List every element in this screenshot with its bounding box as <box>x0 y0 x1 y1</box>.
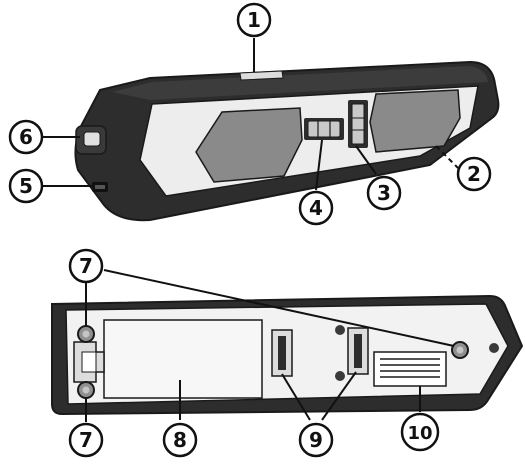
cross-screws <box>335 325 499 381</box>
callout-1: 1 <box>236 2 272 38</box>
callout-6: 6 <box>8 119 44 155</box>
callout-9-label: 9 <box>309 428 323 452</box>
front-top-surface <box>112 66 488 100</box>
callout-8: 8 <box>162 422 198 458</box>
type-label <box>373 351 447 387</box>
callout-10: 10 <box>400 412 440 452</box>
device-front-view <box>74 60 500 222</box>
left-window <box>195 107 303 183</box>
callout-3: 3 <box>366 175 402 211</box>
mounting-slot-right <box>347 327 369 375</box>
callout-5: 5 <box>8 168 44 204</box>
device-back-view <box>51 294 524 416</box>
callout-10-label: 10 <box>407 423 432 444</box>
leader-lines <box>42 38 455 422</box>
callout-9: 9 <box>298 422 334 458</box>
callout-6-label: 6 <box>19 125 33 149</box>
callout-4-label: 4 <box>309 196 323 220</box>
battery-latch <box>73 341 105 383</box>
mounting-slot-left <box>271 329 293 377</box>
vertical-level-vial <box>348 100 368 148</box>
battery-cover <box>103 319 263 399</box>
horizontal-level-vial <box>304 118 344 140</box>
callout-7-bottom: 7 <box>68 422 104 458</box>
callout-7-top-label: 7 <box>79 254 93 278</box>
callout-2-label: 2 <box>467 162 481 186</box>
callout-8-label: 8 <box>173 428 187 452</box>
callouts: 1 2 3 4 5 6 7 7 <box>8 2 492 458</box>
callout-5-label: 5 <box>19 174 33 198</box>
callout-1-label: 1 <box>247 8 261 32</box>
callout-7-bottom-label: 7 <box>79 428 93 452</box>
callout-2: 2 <box>456 156 492 192</box>
end-socket <box>92 182 108 192</box>
callout-7-top: 7 <box>68 248 104 284</box>
callout-3-label: 3 <box>377 181 391 205</box>
callout-4: 4 <box>298 190 334 226</box>
end-button <box>75 125 107 155</box>
top-button <box>239 70 284 81</box>
right-window <box>369 89 461 153</box>
